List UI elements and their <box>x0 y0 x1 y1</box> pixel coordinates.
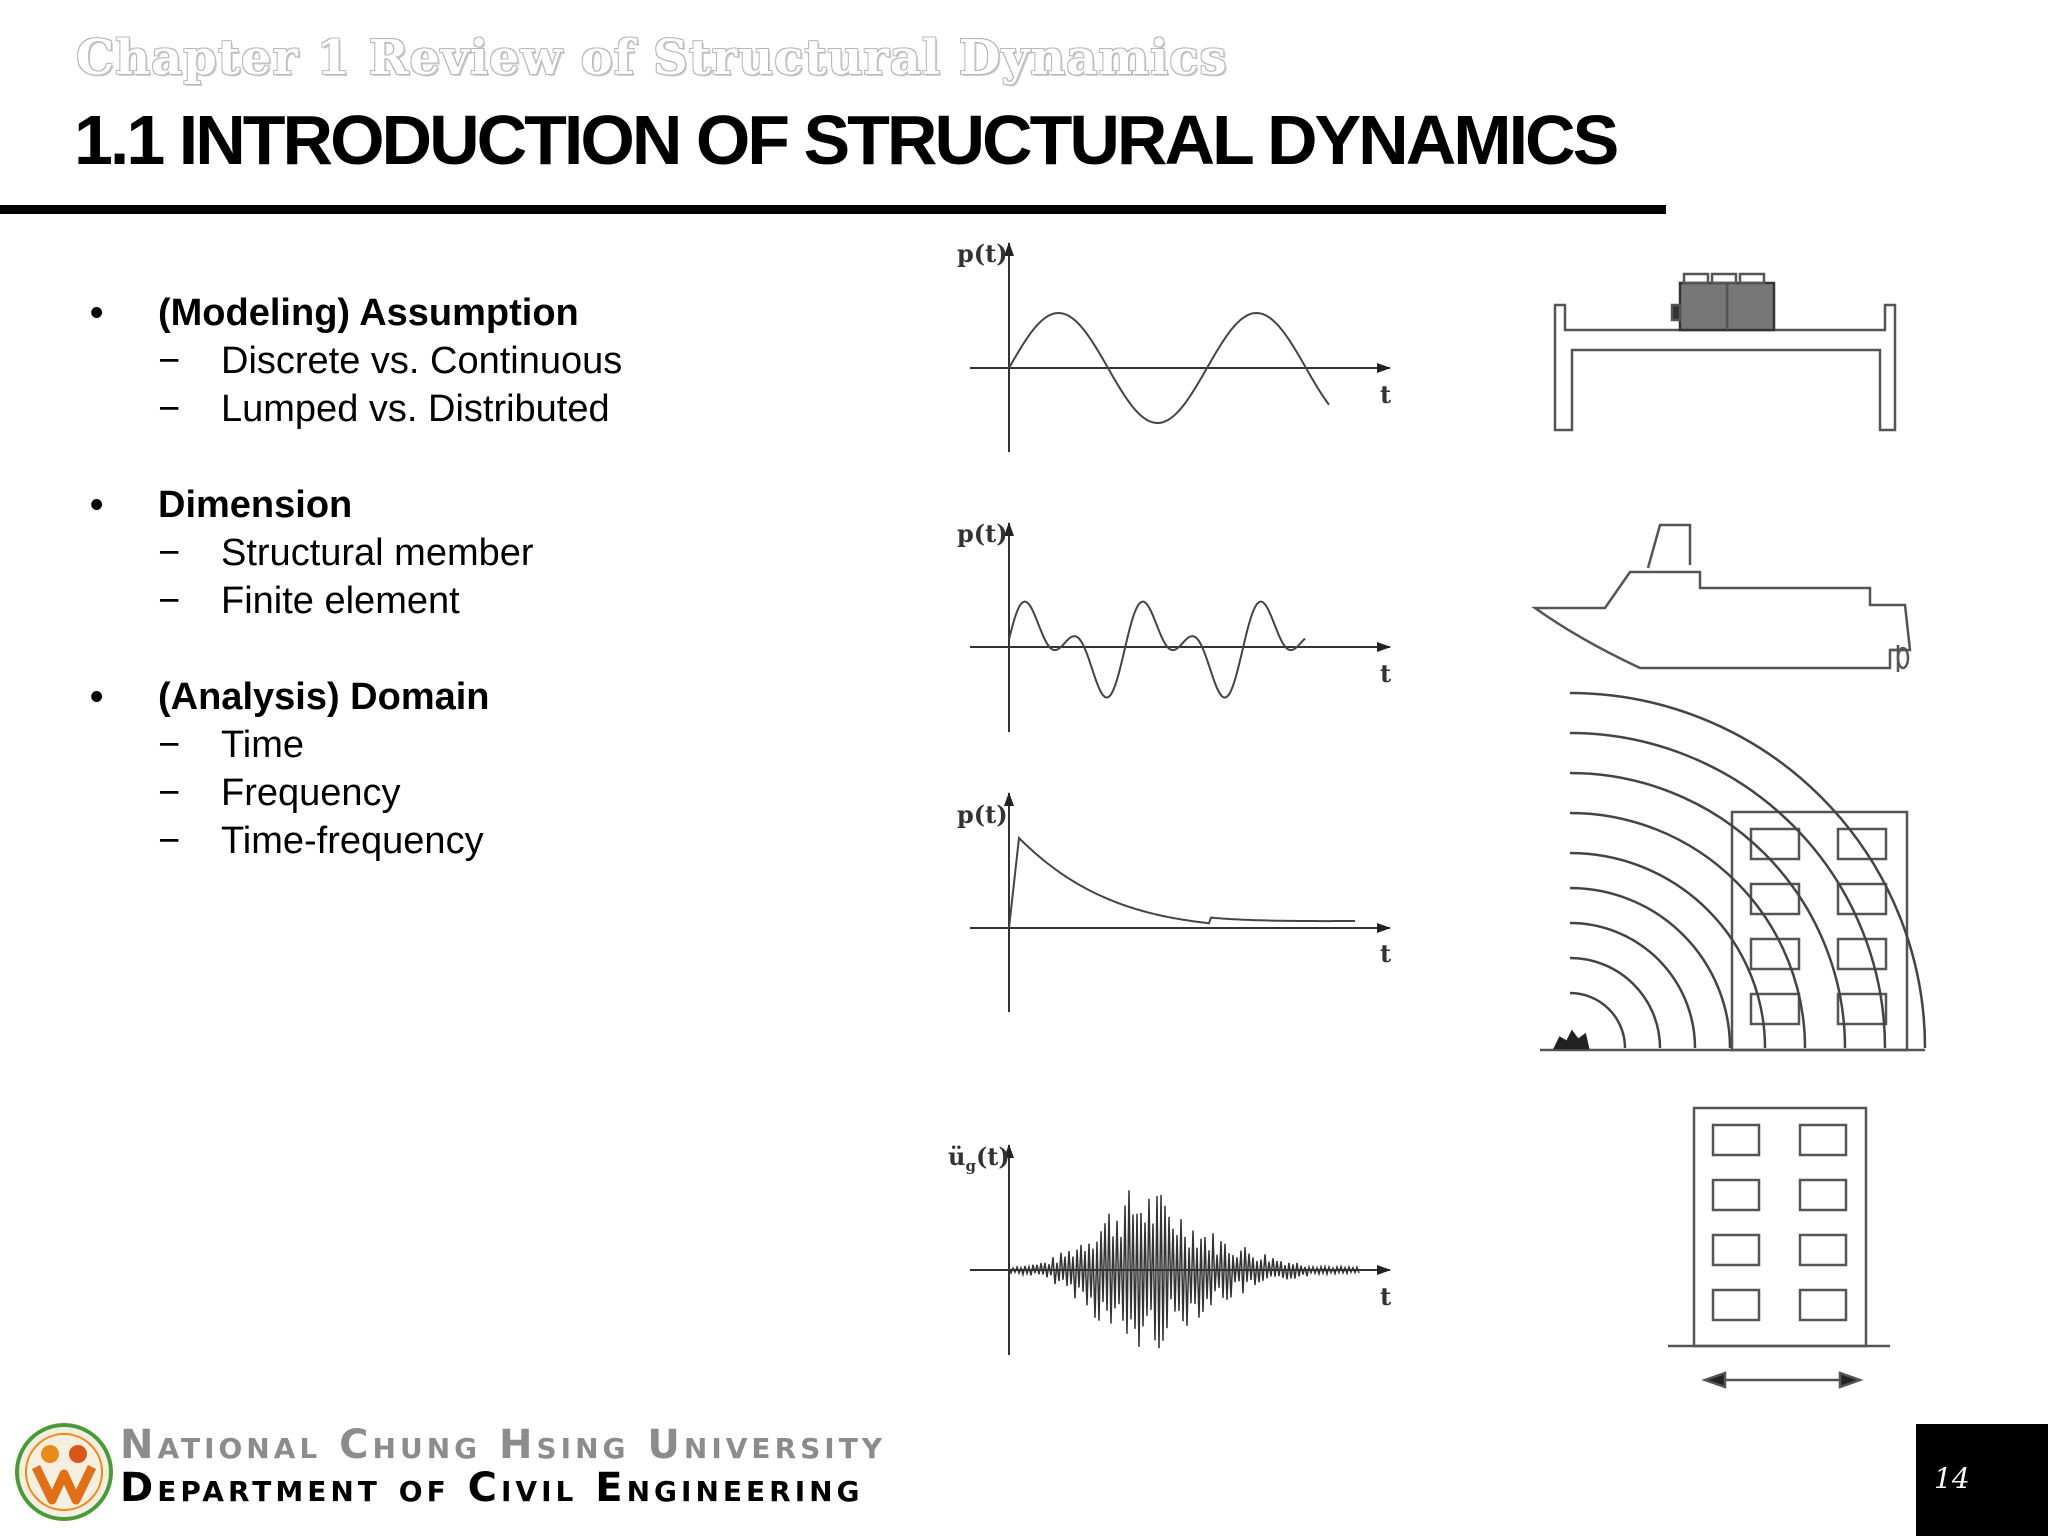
bullet-dot: • <box>90 292 104 334</box>
page-number: 14 <box>1934 1462 1970 1495</box>
plot-earthquake <box>970 1144 1391 1355</box>
dash-marker: − <box>158 580 181 622</box>
footer-department: Department of Civil Engineering <box>120 1465 864 1511</box>
plot2-xlabel: t <box>1380 659 1391 688</box>
bullet-heading: (Analysis) Domain <box>158 676 490 718</box>
bullet-subitem: Frequency <box>221 772 401 814</box>
dash-marker: − <box>158 340 181 382</box>
plot-harmonic <box>970 242 1391 452</box>
plot-periodic <box>970 522 1391 732</box>
bullet-subitem: Finite element <box>221 580 460 622</box>
dash-marker: − <box>158 772 181 814</box>
bullet-group-dimension: • Dimension −Structural member −Finite el… <box>90 484 890 628</box>
ground-building-illustration <box>1668 1106 1890 1389</box>
footer-university: National Chung Hsing University <box>120 1422 887 1468</box>
ship-illustration <box>1531 523 1912 672</box>
dash-marker: − <box>158 388 181 430</box>
bullet-subitem: Time <box>221 724 305 766</box>
dash-marker: − <box>158 724 181 766</box>
dash-marker: − <box>158 532 181 574</box>
plot3-ylabel: p(t) <box>957 800 1008 829</box>
blast-wave-arcs <box>1569 691 1927 1049</box>
university-logo <box>15 1423 113 1521</box>
periodic-wave <box>1008 600 1306 699</box>
machine-frame-illustration <box>1553 272 1897 432</box>
harmonic-wave <box>1008 311 1330 425</box>
bullet-group-domain: •(Analysis) Domain −Time −Frequency −Tim… <box>90 676 890 868</box>
earthquake-record <box>1008 1190 1360 1349</box>
plot2-ylabel: p(t) <box>957 519 1008 548</box>
page-number-box <box>1916 1424 2048 1536</box>
blast-building-illustration <box>1540 691 1927 1052</box>
title-rule <box>0 205 1666 214</box>
bullet-subitem: Lumped vs. Distributed <box>221 388 610 430</box>
bullet-subitem: Time-frequency <box>221 820 484 862</box>
plot1-ylabel: p(t) <box>957 239 1008 268</box>
bullet-subitem: Discrete vs. Continuous <box>221 340 623 382</box>
slide-title: 1.1 INTRODUCTION OF STRUCTURAL DYNAMICS <box>74 101 1619 179</box>
bullet-dot: • <box>90 484 104 526</box>
bullet-subitem: Structural member <box>221 532 534 574</box>
impulsive-wave <box>1008 835 1355 929</box>
chapter-heading: Chapter 1 Review of Structural Dynamics <box>76 30 1228 86</box>
plot4-xlabel: t <box>1380 1282 1391 1311</box>
bullet-group-assumption: • (Modeling) Assumption −Discrete vs. Con… <box>90 292 890 436</box>
plot1-xlabel: t <box>1380 380 1391 409</box>
bullet-list: •(Modeling) Assumption −Discrete vs. Con… <box>90 292 890 916</box>
bullet-heading: (Modeling) Assumption <box>158 292 579 334</box>
plot-impulsive <box>970 792 1391 1012</box>
bullet-heading: Dimension <box>158 484 353 526</box>
plot4-ylabel: üg(t) <box>948 1142 1010 1175</box>
dash-marker: − <box>158 820 181 862</box>
bullet-dot: • <box>90 676 104 718</box>
plot3-xlabel: t <box>1380 939 1391 968</box>
